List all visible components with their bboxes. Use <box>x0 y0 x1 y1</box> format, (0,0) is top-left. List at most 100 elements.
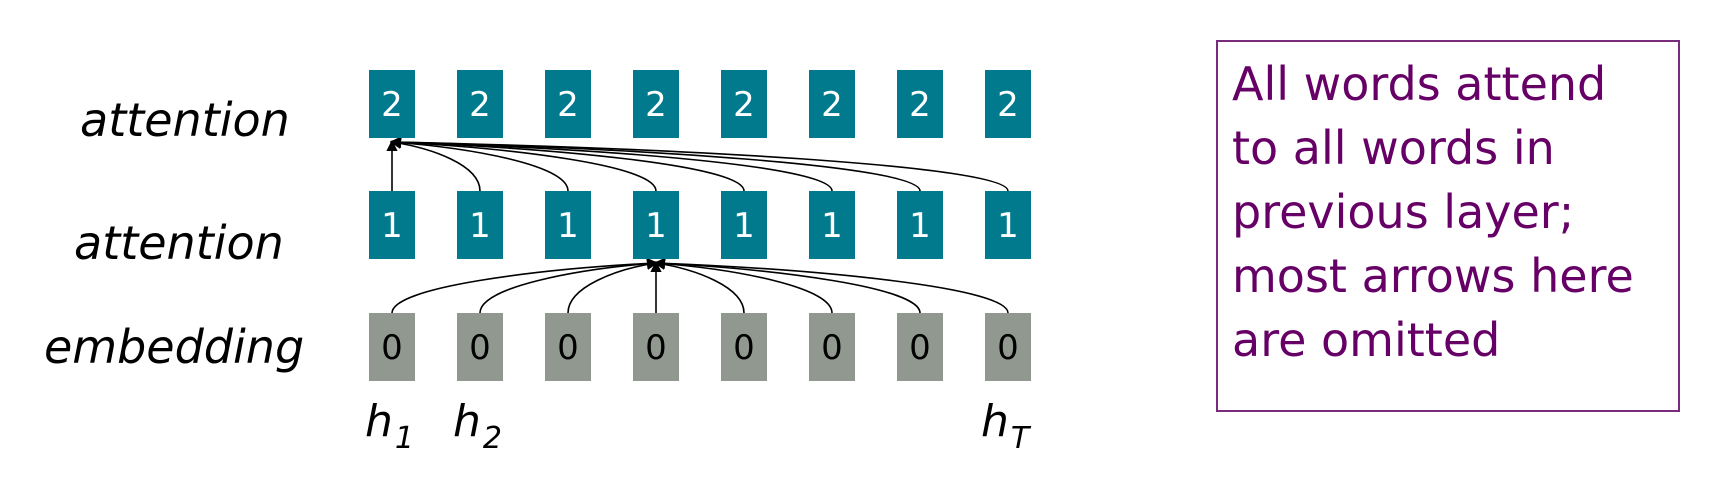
cell-box <box>809 191 855 259</box>
attention-arrow-0-7 <box>389 136 1009 192</box>
cell-box <box>721 313 767 381</box>
cell-value: 2 <box>381 85 403 125</box>
cell-r1-c6: 1 <box>897 191 943 259</box>
cells-layer: 2 2 2 2 2 2 2 2 1 1 1 1 1 1 1 1 0 0 0 0 0 0 0 0 <box>369 70 1031 381</box>
cell-r2-c6: 0 <box>897 313 943 381</box>
cell-box <box>809 313 855 381</box>
cell-box <box>457 191 503 259</box>
cell-box <box>369 70 415 138</box>
row-label-1: attention <box>74 216 284 270</box>
row-label-0: attention <box>80 93 290 147</box>
cell-box <box>897 70 943 138</box>
cell-value: 1 <box>909 206 931 246</box>
cell-value: 2 <box>645 85 667 125</box>
cell-value: 1 <box>997 206 1019 246</box>
cell-box <box>369 313 415 381</box>
cell-value: 0 <box>997 328 1019 368</box>
attention-arrow-1-7 <box>653 257 1009 314</box>
hidden-state-label-0: h1 <box>365 396 414 456</box>
cell-r0-c0: 2 <box>369 70 415 138</box>
attention-arrow-0-6 <box>389 136 921 192</box>
cell-value: 2 <box>469 85 491 125</box>
cell-value: 1 <box>733 206 755 246</box>
cell-box <box>633 191 679 259</box>
cell-r0-c5: 2 <box>809 70 855 138</box>
hidden-state-labels: h1 h2 hT <box>365 396 1032 456</box>
cell-value: 0 <box>557 328 579 368</box>
note-line-4: most arrows here <box>1232 249 1634 303</box>
cell-box <box>721 191 767 259</box>
cell-value: 2 <box>557 85 579 125</box>
attention-arrow-1-4 <box>653 258 745 314</box>
cell-r2-c1: 0 <box>457 313 503 381</box>
cell-box <box>545 191 591 259</box>
cell-value: 0 <box>821 328 843 368</box>
cell-r0-c7: 2 <box>985 70 1031 138</box>
cell-value: 1 <box>381 206 403 246</box>
cell-r2-c5: 0 <box>809 313 855 381</box>
cell-r1-c2: 1 <box>545 191 591 259</box>
cell-value: 2 <box>909 85 931 125</box>
cell-box <box>369 191 415 259</box>
cell-box <box>633 313 679 381</box>
cell-r1-c7: 1 <box>985 191 1031 259</box>
cell-r2-c3: 0 <box>633 313 679 381</box>
arrows-layer <box>386 136 1009 314</box>
cell-box <box>633 70 679 138</box>
cell-r0-c3: 2 <box>633 70 679 138</box>
note-line-5: are omitted <box>1232 313 1501 367</box>
cell-r0-c2: 2 <box>545 70 591 138</box>
cell-box <box>721 70 767 138</box>
cell-r0-c6: 2 <box>897 70 943 138</box>
cell-r2-c4: 0 <box>721 313 767 381</box>
cell-r2-c0: 0 <box>369 313 415 381</box>
row-label-2: embedding <box>44 320 304 374</box>
cell-box <box>985 191 1031 259</box>
cell-box <box>897 191 943 259</box>
cell-box <box>457 70 503 138</box>
cell-value: 1 <box>821 206 843 246</box>
cell-box <box>809 70 855 138</box>
cell-box <box>985 313 1031 381</box>
cell-box <box>457 313 503 381</box>
cell-box <box>545 313 591 381</box>
note-line-1: All words attend <box>1232 57 1607 111</box>
attention-arrow-1-1 <box>479 258 659 314</box>
attention-arrow-0-1 <box>389 137 481 192</box>
note-box: All words attend to all words in previou… <box>1216 40 1680 412</box>
cell-value: 2 <box>733 85 755 125</box>
cell-box <box>545 70 591 138</box>
cell-r1-c4: 1 <box>721 191 767 259</box>
cell-r1-c1: 1 <box>457 191 503 259</box>
note-line-2: to all words in <box>1232 121 1555 175</box>
cell-value: 2 <box>821 85 843 125</box>
cell-value: 1 <box>645 206 667 246</box>
cell-r1-c5: 1 <box>809 191 855 259</box>
row-labels: attention attention embedding <box>44 93 304 374</box>
cell-value: 1 <box>469 206 491 246</box>
cell-value: 0 <box>733 328 755 368</box>
cell-value: 2 <box>997 85 1019 125</box>
cell-r2-c7: 0 <box>985 313 1031 381</box>
attention-arrow-1-2 <box>567 258 659 314</box>
cell-r1-c3: 1 <box>633 191 679 259</box>
cell-r2-c2: 0 <box>545 313 591 381</box>
hidden-state-label-2: hT <box>981 396 1032 456</box>
attention-arrow-1-6 <box>653 257 921 314</box>
cell-value: 1 <box>557 206 579 246</box>
cell-r0-c1: 2 <box>457 70 503 138</box>
cell-value: 0 <box>645 328 667 368</box>
attention-arrow-1-5 <box>653 258 833 314</box>
attention-arrow-1-0 <box>391 257 659 314</box>
attention-arrow-0-2 <box>389 137 569 192</box>
cell-value: 0 <box>469 328 491 368</box>
cell-box <box>985 70 1031 138</box>
cell-box <box>897 313 943 381</box>
attention-arrow-0-3 <box>389 136 657 192</box>
hidden-state-label-1: h2 <box>453 396 502 456</box>
cell-r0-c4: 2 <box>721 70 767 138</box>
cell-value: 0 <box>909 328 931 368</box>
cell-r1-c0: 1 <box>369 191 415 259</box>
note-line-3: previous layer; <box>1232 185 1575 239</box>
